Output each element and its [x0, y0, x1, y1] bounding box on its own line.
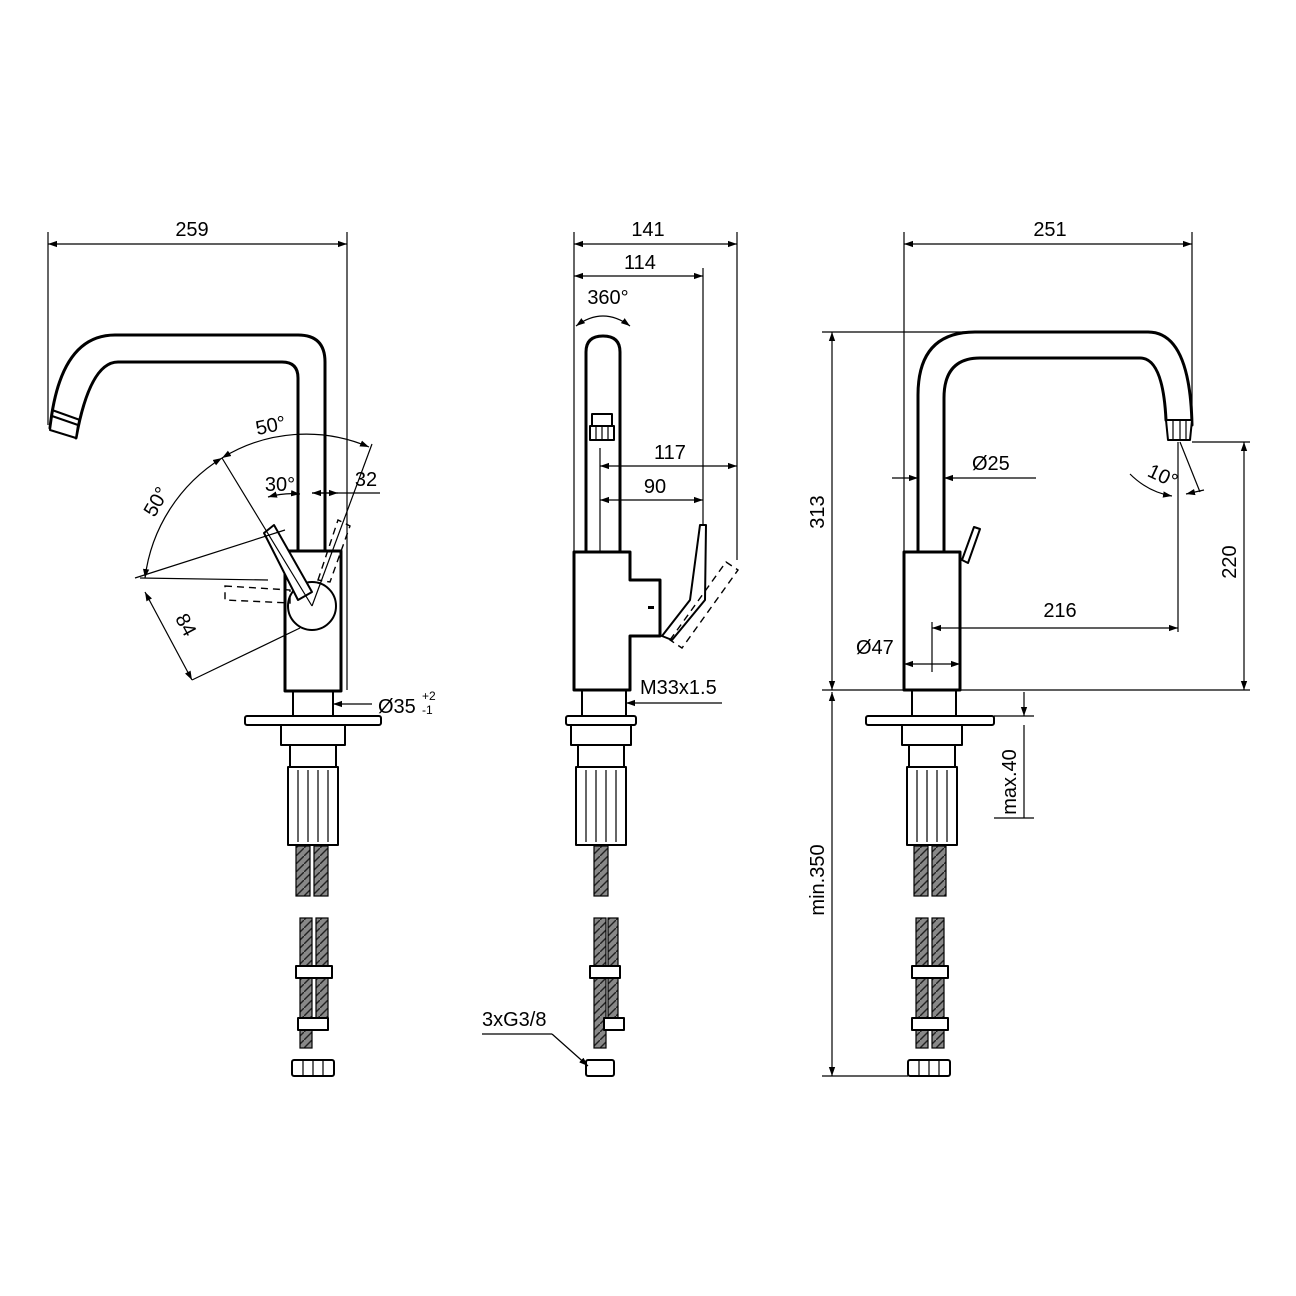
label-50-left: 50°: [140, 483, 174, 520]
rear-view: 251 313 220 216 Ø25 Ø47 10° max.40: [807, 219, 1250, 1077]
arc-360: [575, 315, 631, 327]
label-30: 30°: [265, 474, 295, 496]
rear-deck-plate: [865, 715, 995, 726]
arc-30: [267, 490, 301, 498]
label-84: 84: [170, 610, 200, 640]
rear-hose-a: [915, 917, 929, 1049]
side-hose-nut: [585, 1059, 615, 1077]
front-handle-alt-left: [224, 585, 291, 604]
front-handle-alt-right: [317, 519, 351, 583]
label-141: 141: [631, 219, 664, 241]
side-view: 141 114 360° 117 90 M33x1.5 3xG3/8: [482, 219, 739, 1077]
label-220: 220: [1219, 545, 1241, 578]
side-handle-alt: [669, 561, 739, 649]
rear-handle: [961, 526, 981, 564]
label-251: 251: [1033, 219, 1066, 241]
front-handle-lever: [263, 524, 313, 601]
label-313: 313: [807, 495, 829, 528]
side-handle: [661, 524, 707, 641]
rear-nut: [906, 766, 958, 846]
front-hose-a: [295, 845, 311, 897]
side-deck-plate: [565, 715, 637, 726]
arc-50-left: [142, 457, 223, 579]
label-259: 259: [175, 219, 208, 241]
label-114: 114: [624, 252, 656, 274]
label-min350: min.350: [807, 844, 829, 915]
dim-84: [144, 591, 193, 681]
label-d35: Ø35: [378, 696, 416, 718]
label-max40: max.40: [999, 749, 1021, 815]
label-d47: Ø47: [856, 637, 894, 659]
label-d25: Ø25: [972, 453, 1010, 475]
label-117: 117: [654, 442, 686, 464]
label-g38: 3xG3/8: [482, 1009, 546, 1031]
front-view: 259 50° 50° 30° 32 84 Ø35 +2 -1: [47, 219, 436, 1077]
label-90: 90: [644, 476, 666, 498]
side-hose: [593, 917, 607, 1049]
rear-spout: [916, 330, 1194, 554]
front-hose-b: [313, 845, 329, 897]
front-deck-plate: [244, 715, 382, 726]
arc-50-upper: [221, 433, 370, 459]
rear-aerator: [1165, 419, 1193, 441]
rear-hose-b: [931, 917, 945, 1049]
front-nut: [287, 766, 339, 846]
label-216: 216: [1043, 600, 1076, 622]
front-spout: [48, 333, 327, 552]
front-aerator: [49, 415, 79, 439]
label-32: 32: [355, 469, 377, 491]
label-d35-tol-plus: +2: [422, 689, 436, 703]
side-nut: [575, 766, 627, 846]
side-spout: [584, 334, 622, 554]
label-m33: M33x1.5: [640, 677, 717, 699]
side-body: [572, 550, 662, 692]
label-360: 360°: [587, 287, 628, 309]
label-d35-tol-minus: -1: [422, 703, 433, 717]
